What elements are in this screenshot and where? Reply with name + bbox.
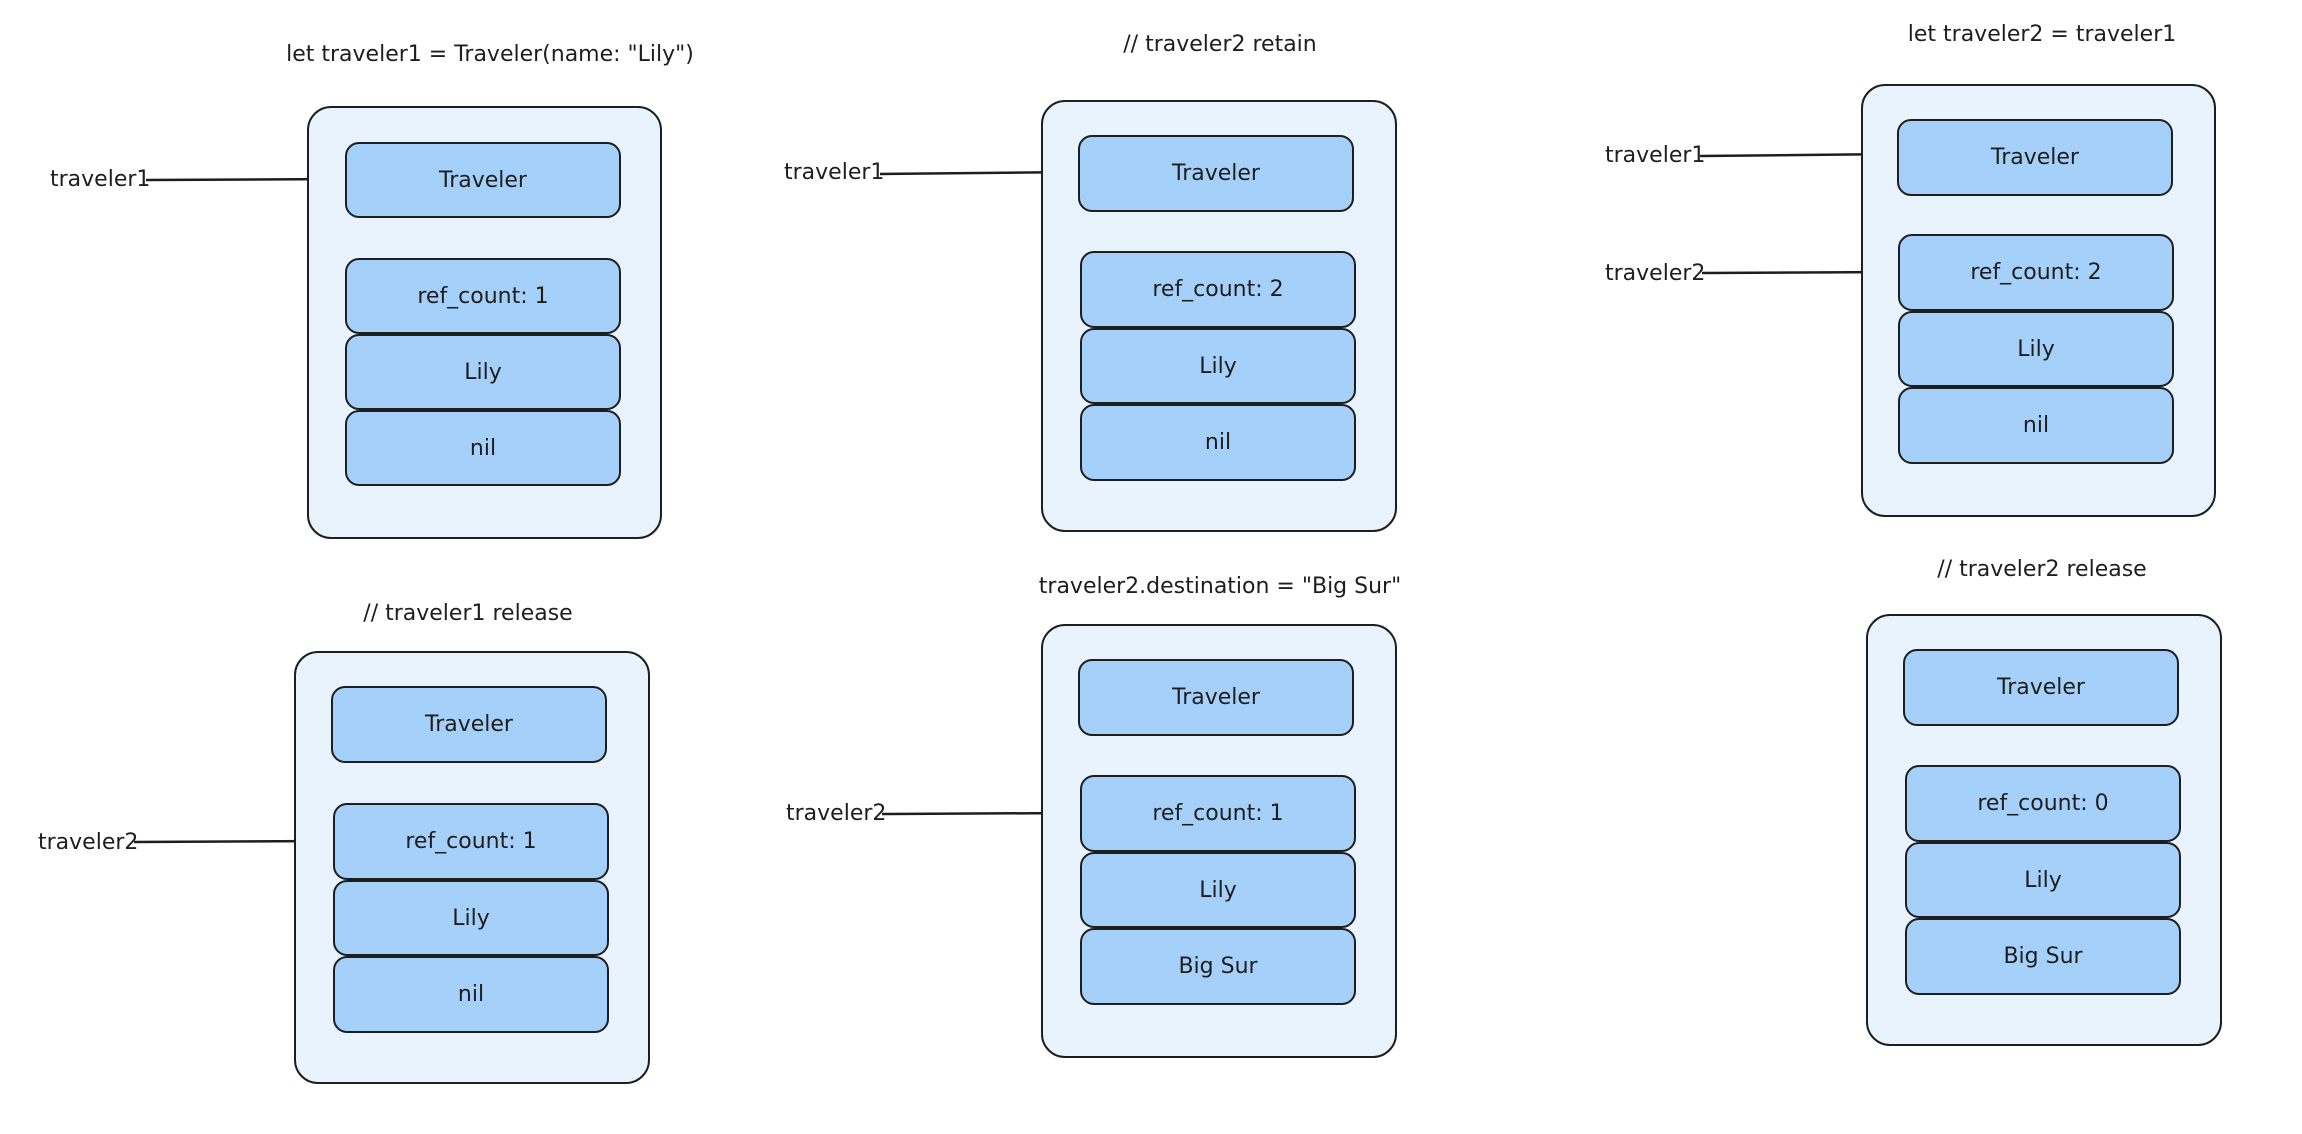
cell-ref-count: ref_count: 2 (1898, 234, 2174, 311)
variable-traveler1: traveler1 (784, 160, 885, 185)
variable-traveler2: traveler2 (38, 830, 139, 855)
panel-title: traveler2.destination = "Big Sur" (1038, 574, 1402, 599)
panel-title: // traveler1 release (363, 601, 573, 626)
panel-title: let traveler2 = traveler1 (1907, 22, 2177, 47)
cell-ref-count: ref_count: 1 (345, 258, 621, 334)
cell-destination: nil (1080, 404, 1356, 481)
cell-destination: nil (345, 410, 621, 486)
cell-type: Traveler (1078, 659, 1354, 736)
cell-destination: nil (333, 956, 609, 1033)
variable-traveler2: traveler2 (1605, 261, 1706, 286)
cell-type: Traveler (1897, 119, 2173, 196)
cell-ref-count: ref_count: 2 (1080, 251, 1356, 328)
cell-type: Traveler (331, 686, 607, 763)
cell-name: Lily (1080, 852, 1356, 928)
cell-ref-count: ref_count: 0 (1905, 765, 2181, 842)
variable-traveler1: traveler1 (50, 167, 151, 192)
cell-name: Lily (1898, 311, 2174, 387)
cell-type: Traveler (1078, 135, 1354, 212)
cell-destination: nil (1898, 387, 2174, 464)
variable-traveler1: traveler1 (1605, 143, 1706, 168)
cell-type: Traveler (1903, 649, 2179, 726)
panel-title: // traveler2 release (1937, 557, 2147, 582)
panel-title: // traveler2 retain (1123, 32, 1317, 57)
panel-title: let traveler1 = Traveler(name: "Lily") (286, 42, 694, 67)
cell-ref-count: ref_count: 1 (1080, 775, 1356, 852)
cell-type: Traveler (345, 142, 621, 218)
cell-ref-count: ref_count: 1 (333, 803, 609, 880)
cell-destination: Big Sur (1080, 928, 1356, 1005)
cell-name: Lily (345, 334, 621, 410)
cell-name: Lily (1905, 842, 2181, 918)
variable-traveler2: traveler2 (786, 801, 887, 826)
cell-name: Lily (1080, 328, 1356, 404)
cell-name: Lily (333, 880, 609, 956)
cell-destination: Big Sur (1905, 918, 2181, 995)
